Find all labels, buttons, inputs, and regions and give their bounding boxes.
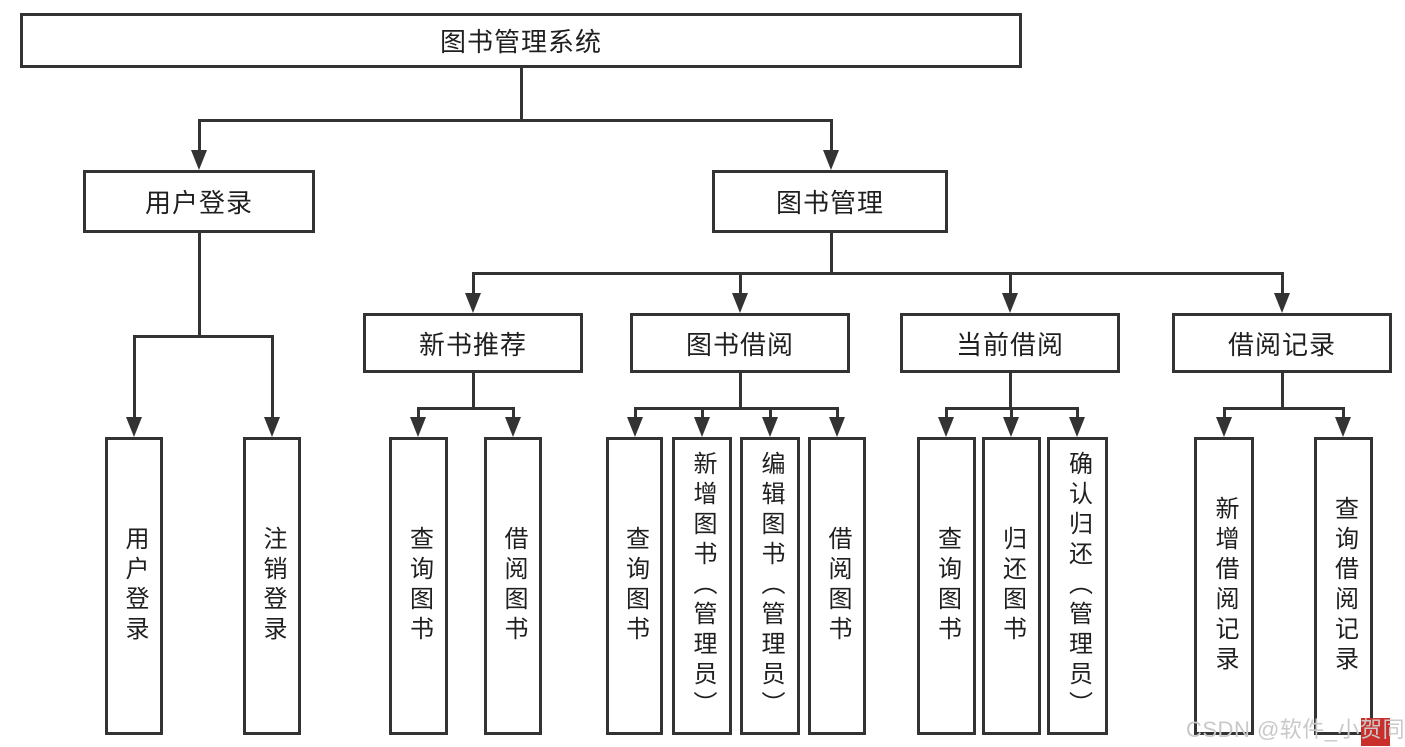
leaf-edit-books-admin: 编辑图书（管理员）	[740, 437, 800, 735]
leaf-add-borrow-record-label: 新增借阅记录	[1211, 496, 1238, 676]
leaf-borrow-books-label: 借阅图书	[824, 526, 851, 646]
connector-borrowing-records-drop	[1342, 407, 1345, 423]
arrow-down-icon	[1335, 417, 1351, 437]
connector-book-borrowing-drop	[701, 407, 704, 423]
leaf-query-borrow-record-label: 查询借阅记录	[1330, 496, 1358, 676]
leaf-borrow-books-recommend: 借阅图书	[484, 437, 542, 735]
leaf-return-books-label: 归还图书	[998, 526, 1026, 646]
connector-book-borrowing-drop	[634, 407, 637, 423]
connector-book-borrowing-rail	[634, 407, 838, 410]
leaf-confirm-return-admin-label: 确认归还（管理员）	[1064, 451, 1092, 721]
node-new-book-recommendation: 新书推荐	[363, 313, 583, 373]
connector-book-management-drop	[1281, 272, 1284, 299]
node-book-borrowing: 图书借阅	[630, 313, 850, 373]
arrow-down-icon	[627, 417, 643, 437]
arrow-down-icon	[1274, 293, 1290, 313]
node-current-borrowing-label: 当前借阅	[955, 329, 1064, 360]
connector-current-borrowing-stem	[1009, 373, 1012, 407]
arrow-down-icon	[191, 150, 207, 170]
leaf-add-borrow-record: 新增借阅记录	[1194, 437, 1254, 735]
arrow-down-icon	[694, 417, 710, 437]
arrow-down-icon	[829, 417, 845, 437]
connector-root-rail	[198, 119, 832, 122]
csdn-watermark: CSDN @软件_小贺同学	[1186, 717, 1405, 742]
connector-book-management-stem	[830, 233, 833, 272]
connector-borrowing-records-drop	[1223, 407, 1226, 423]
leaf-add-books-admin: 新增图书（管理员）	[672, 437, 732, 735]
node-new-book-recommendation-label: 新书推荐	[418, 329, 527, 360]
arrow-down-icon	[1216, 417, 1232, 437]
node-borrowing-records-label: 借阅记录	[1227, 329, 1336, 360]
arrow-down-icon	[1002, 293, 1018, 313]
connector-book-borrowing-drop	[836, 407, 839, 423]
node-library-management-system: 图书管理系统	[20, 13, 1022, 68]
arrow-down-icon	[505, 417, 521, 437]
connector-book-management-drop	[1009, 272, 1012, 299]
node-user-login-branch-label: 用户登录	[144, 188, 253, 218]
arrow-down-icon	[1069, 417, 1085, 437]
connector-current-borrowing-drop	[945, 407, 948, 423]
leaf-borrow-books-recommend-label: 借阅图书	[500, 526, 527, 646]
connector-user-login-drop	[271, 335, 274, 423]
leaf-query-books-recommend-label: 查询图书	[405, 526, 433, 646]
connector-root-drop	[830, 119, 833, 156]
arrow-down-icon	[465, 293, 481, 313]
arrow-down-icon	[823, 150, 839, 170]
connector-borrowing-records-rail	[1223, 407, 1344, 410]
leaf-add-books-admin-label: 新增图书（管理员）	[689, 451, 716, 721]
leaf-query-books-current-label: 查询图书	[933, 526, 961, 646]
arrow-down-icon	[410, 417, 426, 437]
node-book-borrowing-label: 图书借阅	[685, 329, 794, 360]
connector-root-stem	[520, 68, 523, 119]
connector-user-login-rail	[133, 335, 273, 338]
leaf-return-books: 归还图书	[982, 437, 1041, 735]
leaf-query-books-borrow-label: 查询图书	[621, 526, 649, 646]
connector-new-book-stem	[472, 373, 475, 407]
node-library-management-system-label: 图书管理系统	[439, 27, 602, 57]
connector-book-borrowing-stem	[739, 373, 742, 407]
node-user-login-branch: 用户登录	[83, 170, 315, 233]
leaf-borrow-books: 借阅图书	[808, 437, 866, 735]
node-book-management: 图书管理	[712, 170, 948, 233]
leaf-user-login-label: 用户登录	[121, 526, 148, 646]
watermark-red-block	[1361, 718, 1390, 746]
leaf-query-borrow-record: 查询借阅记录	[1314, 437, 1373, 735]
leaf-query-books-recommend: 查询图书	[389, 437, 448, 735]
node-current-borrowing: 当前借阅	[900, 313, 1120, 373]
connector-root-drop	[198, 119, 201, 156]
leaf-logout-label: 注销登录	[259, 526, 286, 646]
connector-new-book-drop	[512, 407, 515, 423]
leaf-logout: 注销登录	[243, 437, 301, 735]
connector-user-login-stem	[198, 233, 201, 335]
connector-borrowing-records-stem	[1281, 373, 1284, 407]
connector-new-book-drop	[417, 407, 420, 423]
arrow-down-icon	[762, 417, 778, 437]
connector-current-borrowing-drop	[1010, 407, 1013, 423]
connector-user-login-drop	[133, 335, 136, 423]
arrow-down-icon	[1003, 417, 1019, 437]
connector-book-management-rail	[472, 272, 1283, 275]
node-book-management-label: 图书管理	[775, 188, 884, 218]
connector-book-management-drop	[472, 272, 475, 299]
leaf-edit-books-admin-label: 编辑图书（管理员）	[757, 451, 784, 721]
arrow-down-icon	[732, 293, 748, 313]
leaf-confirm-return-admin: 确认归还（管理员）	[1047, 437, 1108, 735]
connector-current-borrowing-drop	[1076, 407, 1079, 423]
connector-new-book-rail	[417, 407, 514, 410]
leaf-query-books-borrow: 查询图书	[606, 437, 663, 735]
arrow-down-icon	[126, 417, 142, 437]
arrow-down-icon	[938, 417, 954, 437]
connector-book-borrowing-drop	[769, 407, 772, 423]
arrow-down-icon	[264, 417, 280, 437]
node-borrowing-records: 借阅记录	[1172, 313, 1392, 373]
leaf-query-books-current: 查询图书	[917, 437, 976, 735]
leaf-user-login: 用户登录	[105, 437, 163, 735]
connector-book-management-drop	[739, 272, 742, 299]
